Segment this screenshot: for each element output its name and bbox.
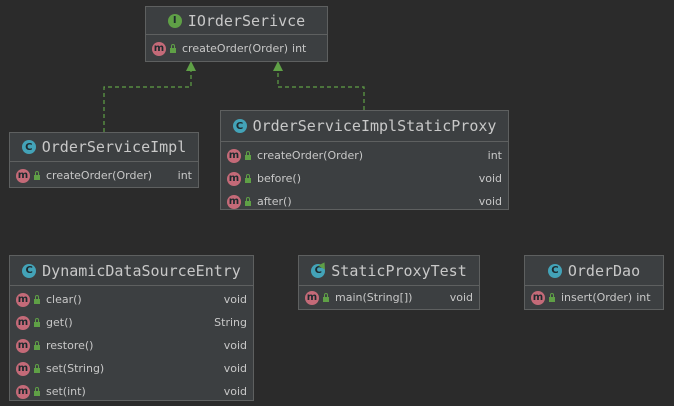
method-icon: m (227, 171, 241, 186)
method-return-type: void (449, 291, 473, 304)
method-signature: insert(Order) (561, 291, 633, 304)
method-signature: restore() (46, 339, 94, 352)
method-icon: m (227, 148, 241, 163)
edge-proxy-implements-iorder (277, 66, 365, 110)
class-header: I IOrderSerivce (146, 7, 327, 35)
method-signature: set(int) (46, 385, 86, 398)
public-lock-icon (549, 292, 555, 302)
public-lock-icon (170, 43, 176, 53)
class-header: C OrderServiceImplStaticProxy (221, 111, 508, 142)
public-lock-icon (245, 196, 251, 206)
class-name: StaticProxyTest (331, 261, 467, 280)
method-return-type: void (223, 339, 247, 352)
interface-icon: I (167, 13, 182, 28)
public-lock-icon (34, 363, 40, 373)
method-row[interactable]: m get() String (10, 311, 253, 334)
method-signature: get() (46, 316, 73, 329)
class-box-orderserviceimplstaticproxy[interactable]: C OrderServiceImplStaticProxy m createOr… (220, 110, 509, 210)
public-lock-icon (34, 317, 40, 327)
edge-impl-implements-iorder (103, 66, 192, 132)
method-list: m createOrder(Order) int (146, 35, 327, 62)
method-row[interactable]: m restore() void (10, 334, 253, 357)
class-box-staticproxytest[interactable]: C StaticProxyTest m main(String[]) void (298, 255, 480, 310)
public-lock-icon (323, 292, 329, 302)
class-header: C OrderDao (525, 256, 663, 286)
method-return-type: void (223, 385, 247, 398)
method-return-type: int (177, 169, 192, 182)
class-name: IOrderSerivce (187, 11, 306, 30)
class-icon: C (547, 263, 562, 278)
method-icon: m (16, 168, 30, 183)
method-row[interactable]: m createOrder(Order) int (146, 37, 327, 60)
public-lock-icon (245, 173, 251, 183)
class-name: OrderServiceImpl (41, 138, 187, 156)
class-box-orderserviceimpl[interactable]: C OrderServiceImpl m createOrder(Order) … (9, 132, 199, 188)
class-name: OrderDao (567, 261, 641, 280)
method-icon: m (16, 361, 30, 376)
method-icon: m (16, 338, 30, 353)
method-signature: main(String[]) (335, 291, 413, 304)
method-row[interactable]: m insert(Order) int (525, 286, 663, 309)
method-row[interactable]: m set(int) void (10, 380, 253, 403)
method-icon: m (152, 41, 166, 56)
class-icon: C (21, 140, 36, 154)
class-name: OrderServiceImplStaticProxy (252, 117, 497, 135)
method-return-type: void (223, 362, 247, 375)
method-icon: m (16, 315, 30, 330)
method-return-type: int (636, 291, 651, 304)
method-icon: m (16, 384, 30, 399)
method-row[interactable]: m clear() void (10, 288, 253, 311)
class-header: C DynamicDataSourceEntry (10, 256, 253, 286)
method-list: m clear() void m get() String m restore(… (10, 286, 253, 405)
method-signature: createOrder(Order) (257, 149, 364, 162)
method-signature: before() (257, 172, 301, 185)
method-return-type: void (478, 195, 502, 208)
method-signature: clear() (46, 293, 82, 306)
public-lock-icon (34, 170, 40, 180)
method-signature: createOrder(Order) (46, 169, 153, 182)
method-signature: createOrder(Order) (182, 42, 289, 55)
method-list: m createOrder(Order) int m before() void… (221, 142, 508, 215)
method-return-type: String (214, 316, 247, 329)
public-lock-icon (245, 150, 251, 160)
method-signature: set(String) (46, 362, 105, 375)
class-box-dynamicdatasourceentry[interactable]: C DynamicDataSourceEntry m clear() void … (9, 255, 254, 401)
method-icon: m (227, 194, 241, 209)
method-icon: m (16, 292, 30, 307)
method-signature: after() (257, 195, 292, 208)
method-return-type: int (292, 42, 307, 55)
edge-arrowhead-proxy (273, 61, 283, 71)
public-lock-icon (34, 294, 40, 304)
public-lock-icon (34, 340, 40, 350)
method-row[interactable]: m createOrder(Order) int (221, 144, 508, 167)
class-header: C OrderServiceImpl (10, 133, 198, 162)
class-with-main-icon: C (311, 263, 326, 278)
method-icon: m (305, 290, 319, 305)
method-row[interactable]: m before() void (221, 167, 508, 190)
public-lock-icon (34, 386, 40, 396)
method-list: m insert(Order) int (525, 286, 663, 309)
method-icon: m (531, 290, 545, 305)
class-icon: C (22, 263, 37, 278)
class-name: DynamicDataSourceEntry (42, 261, 241, 280)
edge-arrowhead-impl (186, 61, 196, 71)
method-row[interactable]: m set(String) void (10, 357, 253, 380)
class-header: C StaticProxyTest (299, 256, 479, 286)
method-return-type: void (478, 172, 502, 185)
method-return-type: void (223, 293, 247, 306)
method-row[interactable]: m createOrder(Order) int (10, 164, 198, 187)
class-icon: C (232, 119, 247, 133)
method-row[interactable]: m main(String[]) void (299, 286, 479, 309)
class-box-iorderservice[interactable]: I IOrderSerivce m createOrder(Order) int (145, 6, 328, 62)
class-box-orderdao[interactable]: C OrderDao m insert(Order) int (524, 255, 664, 310)
method-row[interactable]: m after() void (221, 190, 508, 213)
method-return-type: int (487, 149, 502, 162)
method-list: m main(String[]) void (299, 286, 479, 309)
method-list: m createOrder(Order) int (10, 162, 198, 189)
